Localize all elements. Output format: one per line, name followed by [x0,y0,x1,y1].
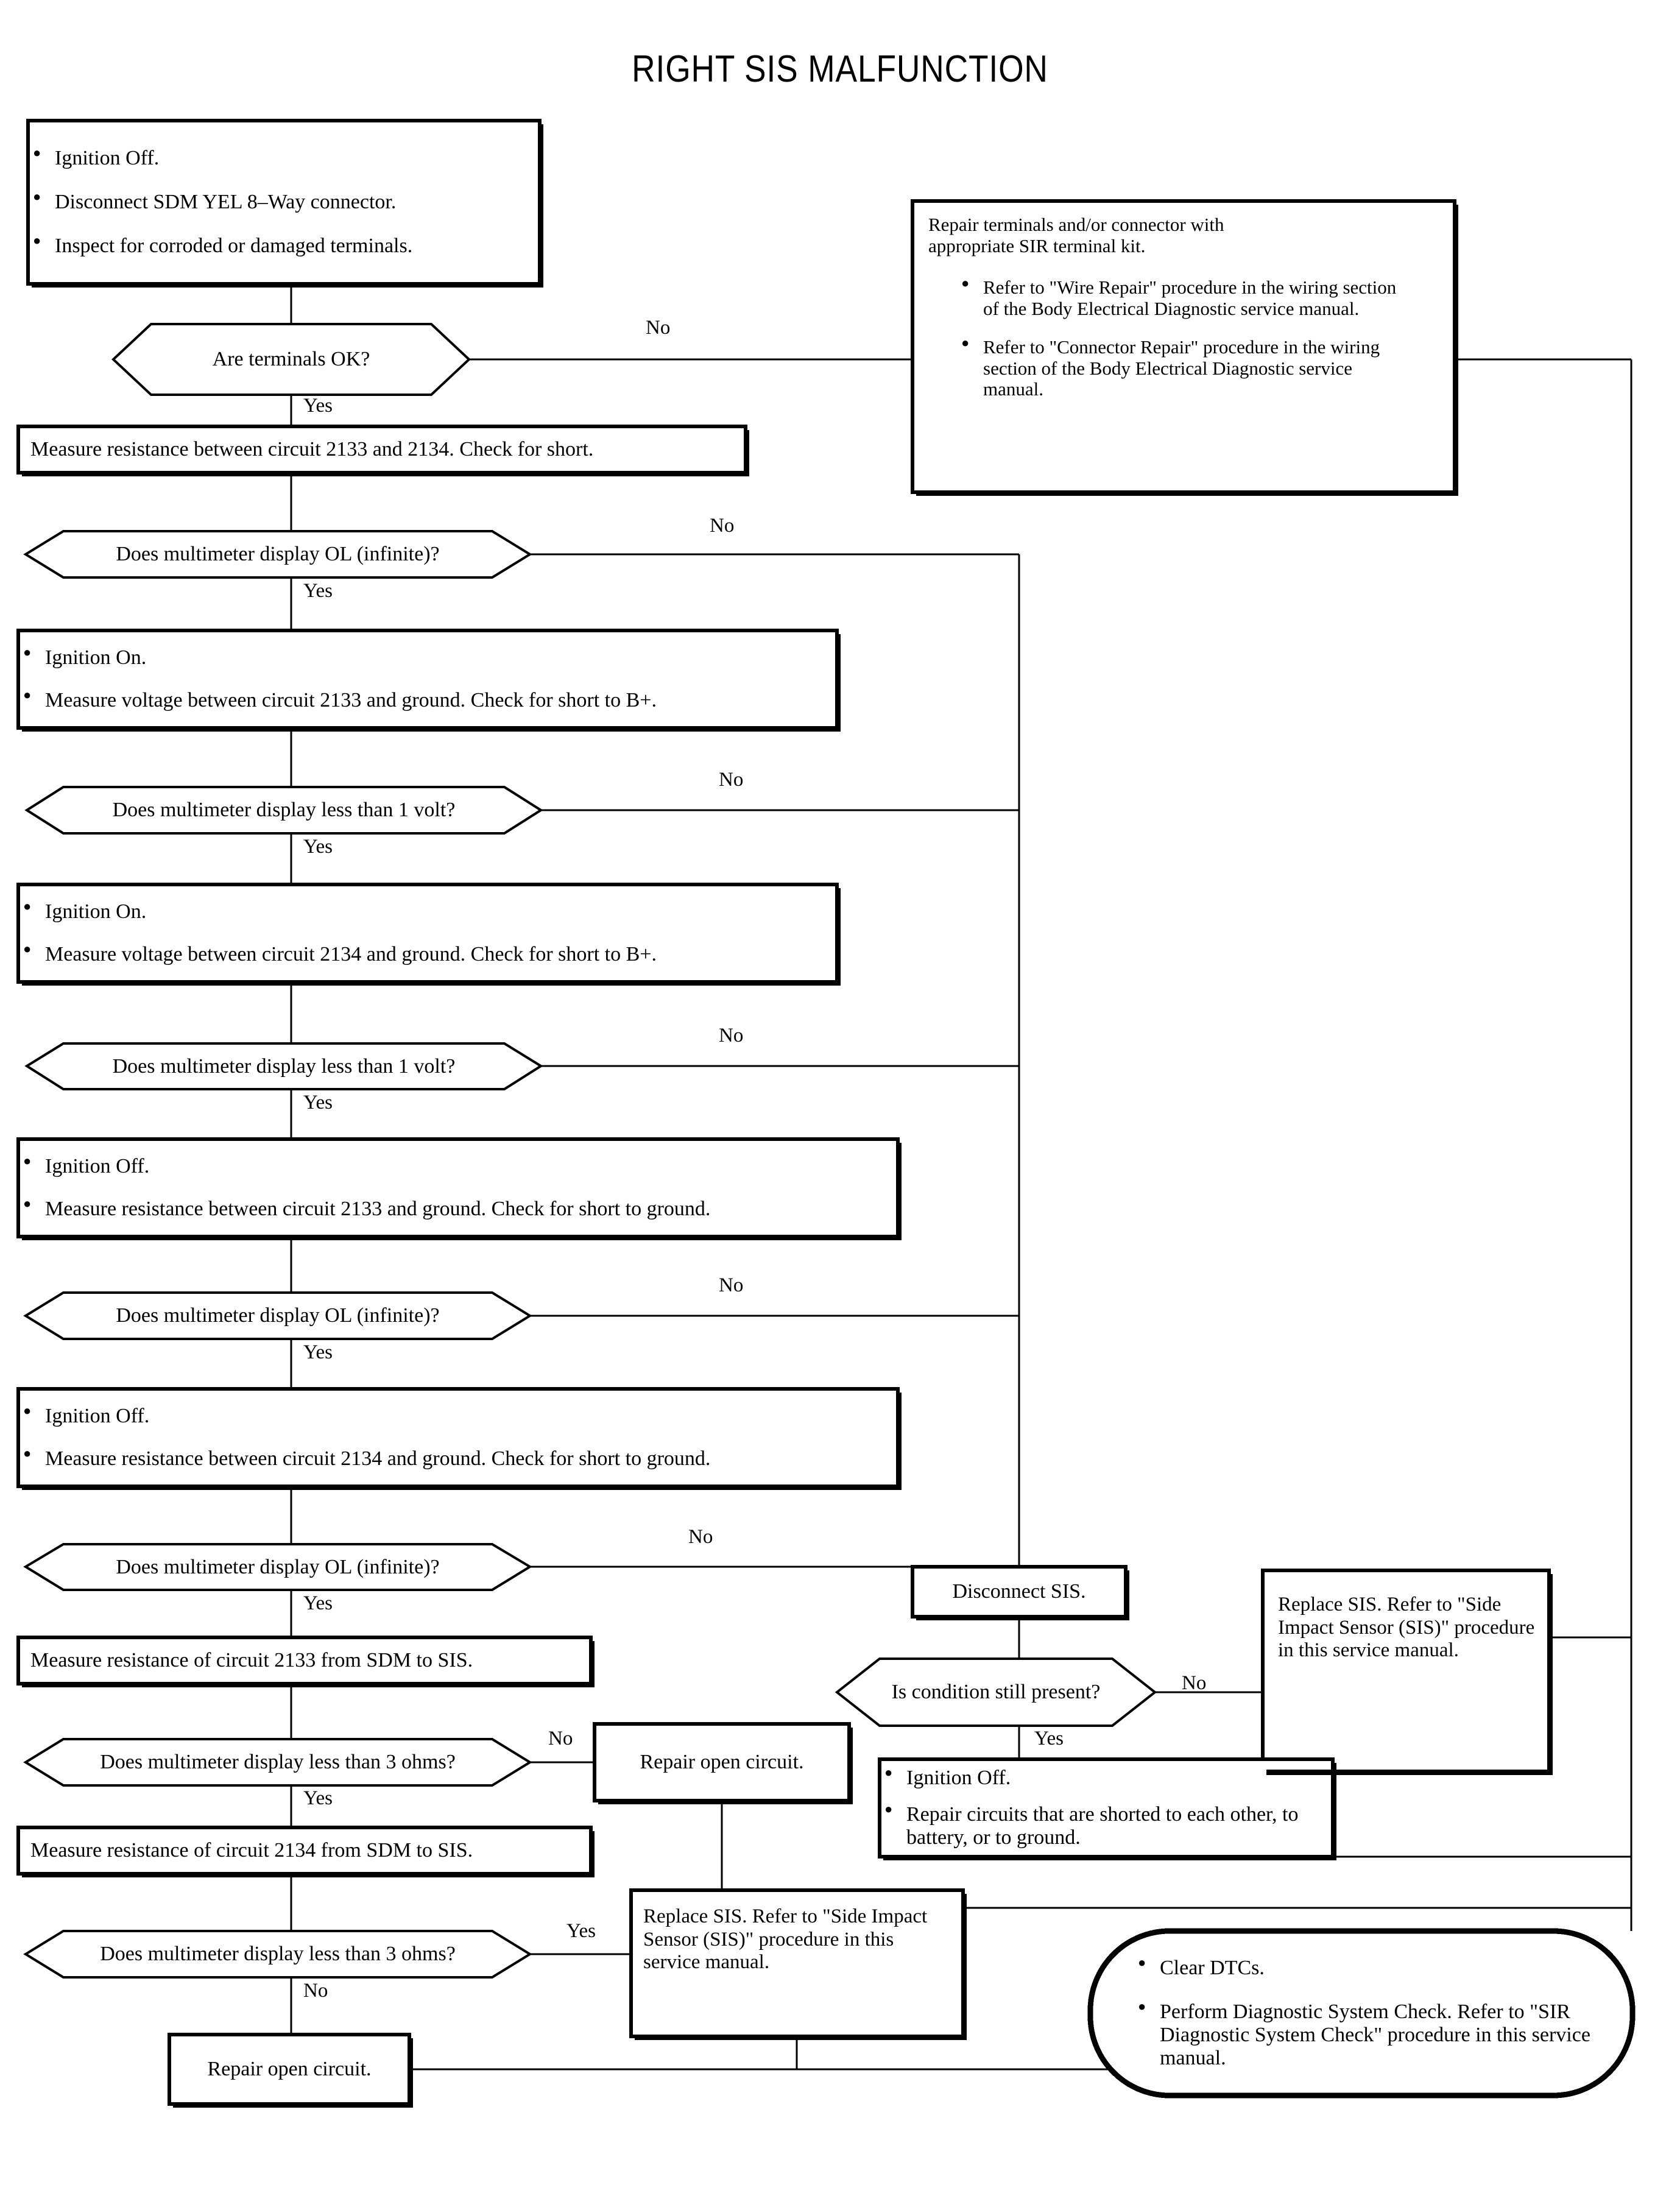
voltage-2134-bullet-1: Ignition On. [18,899,837,923]
node-ground-2133: Ignition Off. Measure resistance between… [18,1139,898,1237]
edge-label-no-ol-3: No [688,1526,713,1548]
edge-label-no-ol-1: No [710,515,735,537]
start-bullet-3: Inspect for corroded or damaged terminal… [28,233,540,258]
label-ol-1: Does multimeter display OL (infinite)? [116,543,440,565]
hex-volt-2 [24,1042,543,1090]
hex-ol-1 [23,530,532,579]
label-ohm-2: Does multimeter display less than 3 ohms… [100,1943,456,1965]
voltage-2133-bullet-2: Measure voltage between circuit 2133 and… [18,688,837,712]
node-voltage-2133: Ignition On. Measure voltage between cir… [18,630,837,728]
node-measure-2133-sdm: Measure resistance of circuit 2133 from … [30,1648,473,1672]
edge-label-yes-terminals: Yes [303,395,333,417]
node-repair-open-2: Repair open circuit. [207,2057,372,2080]
repair-terminals-bullet-2: Refer to "Connector Repair" procedure in… [956,336,1410,400]
repair-terminals-bullet-1: Refer to "Wire Repair" procedure in the … [956,276,1403,319]
hex-ohm-1 [23,1738,532,1787]
node-disconnect-sis: Disconnect SIS. [952,1580,1086,1603]
label-ohm-1: Does multimeter display less than 3 ohms… [100,1751,456,1773]
start-bullet-1: Ignition Off. [28,146,540,170]
hex-ol-3 [23,1543,532,1591]
node-replace-sis-right: Replace SIS. Refer to "Side Impact Senso… [1278,1594,1535,1662]
ground-2134-bullet-1: Ignition Off. [18,1403,898,1428]
ground-2133-bullet-2: Measure resistance between circuit 2133 … [18,1196,898,1221]
node-measure-2134-sdm: Measure resistance of circuit 2134 from … [30,1838,473,1862]
hex-volt-1 [24,786,543,835]
edge-label-no-ohm-2: No [303,1980,328,2002]
edge-label-no-condition: No [1182,1672,1207,1694]
ground-2133-bullet-1: Ignition Off. [18,1154,898,1178]
hex-ohm-2 [23,1930,532,1979]
page-title: RIGHT SIS MALFUNCTION [632,48,1048,90]
edge-label-no-terminals: No [646,317,671,339]
start-bullet-2: Disconnect SDM YEL 8–Way connector. [28,189,540,214]
node-repair-terminals: Repair terminals and/or connector with a… [928,214,1440,482]
edge-label-yes-volt-2: Yes [303,1092,333,1114]
node-voltage-2134: Ignition On. Measure voltage between cir… [18,884,837,982]
node-repair-open-1: Repair open circuit. [640,1750,804,1773]
node-ground-2134: Ignition Off. Measure resistance between… [18,1389,898,1486]
edge-label-no-ohm-1: No [548,1728,573,1749]
label-ol-2: Does multimeter display OL (infinite)? [116,1304,440,1327]
edge-label-yes-ohm-1: Yes [303,1787,333,1809]
edge-label-yes-volt-1: Yes [303,836,333,858]
voltage-2134-bullet-2: Measure voltage between circuit 2134 and… [18,942,837,966]
label-are-terminals-ok: Are terminals OK? [212,348,370,370]
edge-label-yes-ol-2: Yes [303,1341,333,1363]
hex-are-terminals-ok [111,323,471,396]
node-start: Ignition Off. Disconnect SDM YEL 8–Way c… [28,121,540,284]
edge-label-no-volt-1: No [719,769,744,791]
repair-terminals-lead: Repair terminals and/or connector with a… [928,214,1224,256]
hex-ol-2 [23,1291,532,1340]
node-measure-2133-2134: Measure resistance between circuit 2133 … [30,437,594,461]
label-condition: Is condition still present? [891,1681,1101,1703]
repair-shorts-bullet-1: Ignition Off. [880,1765,1333,1790]
edge-label-yes-ol-1: Yes [303,580,333,602]
hex-condition [835,1658,1157,1727]
finish-bullet-2: Perform Diagnostic System Check. Refer t… [1133,1999,1598,2070]
edge-label-yes-ol-3: Yes [303,1592,333,1614]
label-ol-3: Does multimeter display OL (infinite)? [116,1556,440,1578]
voltage-2133-bullet-1: Ignition On. [18,645,837,669]
node-repair-shorts: Ignition Off. Repair circuits that are s… [880,1759,1333,1857]
repair-shorts-bullet-2: Repair circuits that are shorted to each… [880,1802,1308,1849]
edge-label-yes-ohm-2: Yes [566,1920,596,1942]
edge-label-no-volt-2: No [719,1025,744,1047]
ground-2134-bullet-2: Measure resistance between circuit 2134 … [18,1446,898,1470]
node-finish: Clear DTCs. Perform Diagnostic System Ch… [1115,1937,1620,2089]
label-volt-1: Does multimeter display less than 1 volt… [112,799,456,821]
edge-label-yes-condition: Yes [1034,1728,1064,1749]
edge-label-no-ol-2: No [719,1274,744,1296]
finish-bullet-1: Clear DTCs. [1133,1955,1620,1980]
node-replace-sis-bottom: Replace SIS. Refer to "Side Impact Senso… [643,1905,928,1974]
label-volt-2: Does multimeter display less than 1 volt… [112,1055,456,1078]
